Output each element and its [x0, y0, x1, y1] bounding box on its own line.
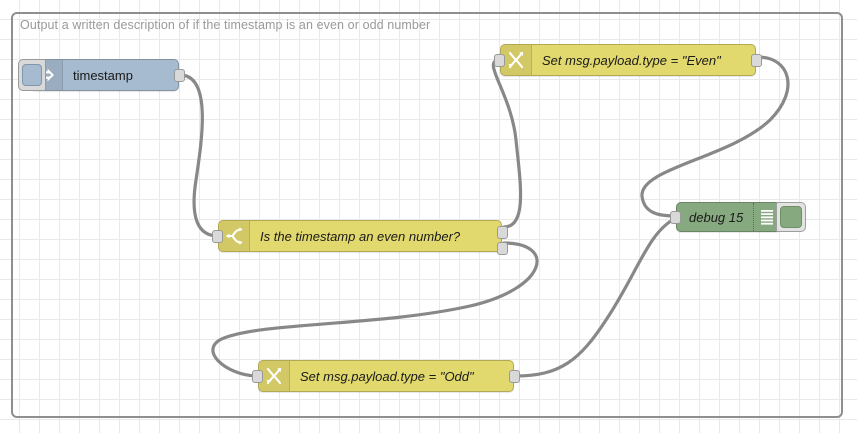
- debug-input-port[interactable]: [670, 211, 681, 224]
- switch-output-port-2[interactable]: [497, 242, 508, 255]
- switch-output-port-1[interactable]: [497, 226, 508, 239]
- inject-trigger-knob: [22, 64, 42, 86]
- change-even-output-port[interactable]: [751, 54, 762, 67]
- node-change-even[interactable]: Set msg.payload.type = "Even": [494, 44, 762, 76]
- group-label: Output a written description of if the t…: [20, 18, 431, 32]
- wire-inject-to-switch: [178, 73, 220, 238]
- node-change-odd[interactable]: Set msg.payload.type = "Odd": [252, 360, 520, 392]
- debug-lines-icon: [753, 203, 780, 231]
- change-even-label: Set msg.payload.type = "Even": [542, 52, 721, 68]
- debug-toggle-knob: [780, 206, 802, 228]
- change-odd-output-port[interactable]: [509, 370, 520, 383]
- node-debug-15[interactable]: debug 15: [670, 202, 806, 232]
- node-switch-even-check[interactable]: Is the timestamp an even number?: [212, 220, 508, 255]
- switch-input-port[interactable]: [212, 230, 223, 243]
- change-swap-icon: [501, 45, 532, 75]
- change-odd-input-port[interactable]: [252, 370, 263, 383]
- change-odd-label: Set msg.payload.type = "Odd": [300, 368, 474, 384]
- wire-switch-to-even: [491, 58, 523, 229]
- node-inject-timestamp[interactable]: timestamp: [18, 59, 185, 91]
- change-swap-icon: [259, 361, 290, 391]
- debug-node-label: debug 15: [689, 209, 744, 225]
- inject-output-port[interactable]: [174, 69, 185, 82]
- wire-switch-to-odd: [211, 241, 539, 378]
- inject-node-label: timestamp: [73, 67, 133, 83]
- debug-enable-toggle[interactable]: [776, 202, 806, 232]
- inject-trigger-button[interactable]: [18, 59, 46, 91]
- wire-even-to-debug: [640, 55, 790, 218]
- change-even-input-port[interactable]: [494, 54, 505, 67]
- switch-node-label: Is the timestamp an even number?: [260, 228, 461, 244]
- switch-fork-icon: [219, 221, 250, 251]
- wire-odd-to-debug: [514, 216, 678, 378]
